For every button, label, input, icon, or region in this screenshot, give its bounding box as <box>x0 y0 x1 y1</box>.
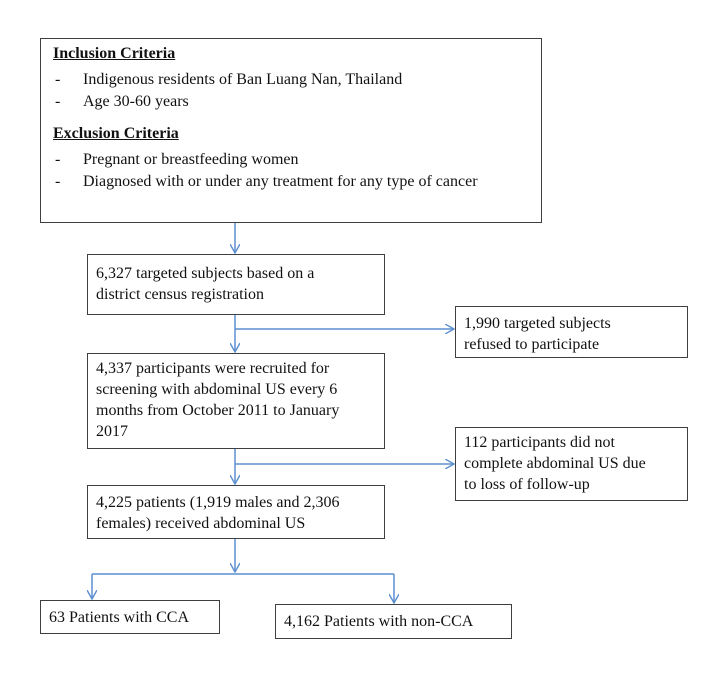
received-us-box: 4,225 patients (1,919 males and 2,306 fe… <box>87 485 385 539</box>
exclusion-item: -Pregnant or breastfeeding women <box>55 151 299 168</box>
inclusion-criteria-title: Inclusion Criteria <box>53 45 176 62</box>
exclusion-criteria-title: Exclusion Criteria <box>53 125 179 142</box>
refused-box: 1,990 targeted subjects refused to parti… <box>455 306 688 358</box>
inclusion-item: -Age 30-60 years <box>55 93 189 110</box>
inclusion-criteria-list: -Indigenous residents of Ban Luang Nan, … <box>53 69 529 113</box>
not-completed-box: 112 participants did not complete abdomi… <box>455 427 688 501</box>
cca-patients-box: 63 Patients with CCA <box>40 600 220 634</box>
exclusion-item: -Diagnosed with or under any treatment f… <box>55 173 478 190</box>
inclusion-item: -Indigenous residents of Ban Luang Nan, … <box>55 71 403 88</box>
non-cca-patients-box: 4,162 Patients with non-CCA <box>275 604 512 639</box>
exclusion-criteria-list: -Pregnant or breastfeeding women -Diagno… <box>53 149 529 193</box>
recruited-participants-box: 4,337 participants were recruited for sc… <box>87 353 385 449</box>
criteria-box: Inclusion Criteria -Indigenous residents… <box>40 38 542 223</box>
targeted-subjects-box: 6,327 targeted subjects based on a distr… <box>87 254 385 315</box>
